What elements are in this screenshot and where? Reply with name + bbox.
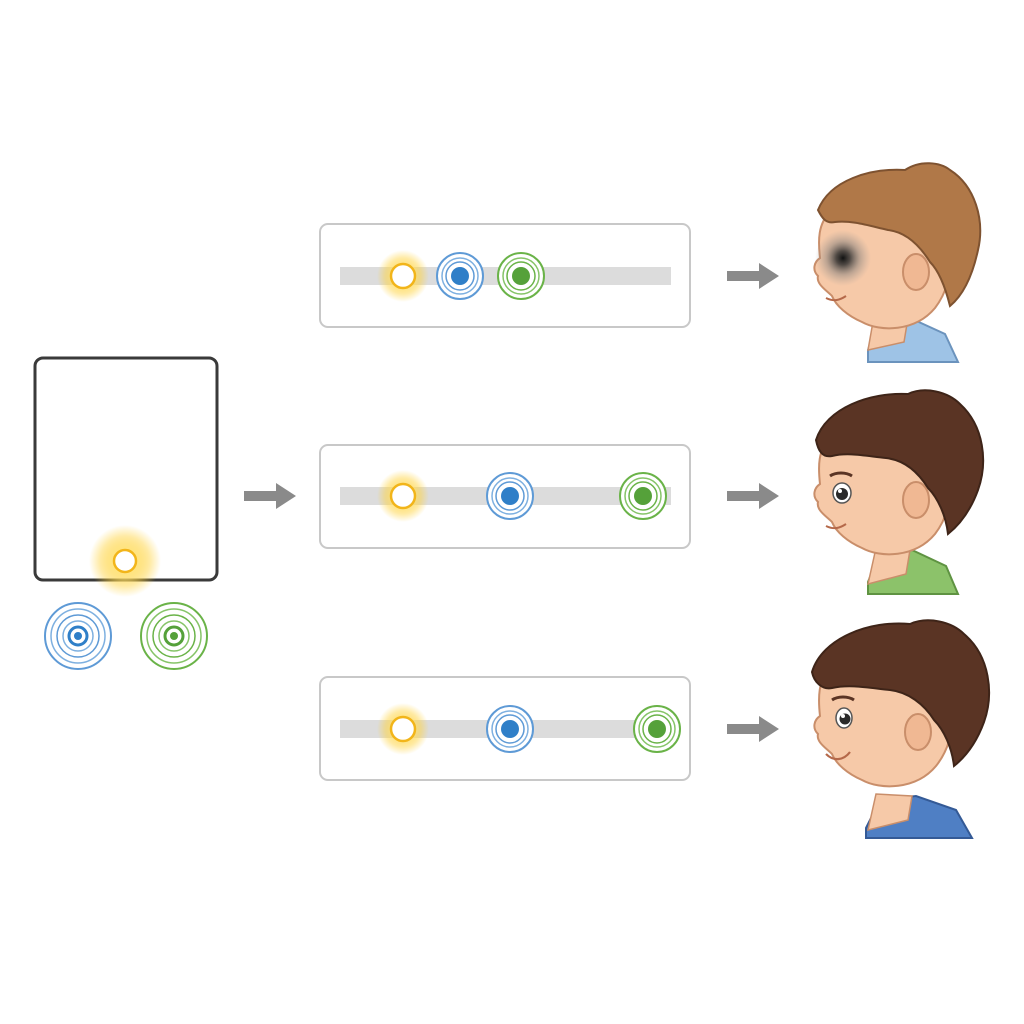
green-target-icon — [619, 472, 667, 520]
row-far — [319, 619, 990, 839]
blue-target-icon — [486, 705, 534, 753]
yellow-light-icon — [375, 248, 431, 304]
result-arrow — [727, 716, 779, 742]
blue-target-icon — [44, 602, 112, 670]
child-profile-clear-eye — [813, 389, 985, 595]
main-arrow — [244, 483, 296, 509]
light-source-icon — [89, 525, 161, 597]
blue-target-icon — [486, 472, 534, 520]
result-arrow — [727, 483, 779, 509]
source-frame — [33, 356, 219, 597]
blue-target-icon — [436, 252, 484, 300]
row-middle — [319, 389, 985, 595]
green-target-icon — [497, 252, 545, 300]
green-target-icon — [140, 602, 208, 670]
yellow-light-icon — [375, 468, 431, 524]
green-target-icon — [633, 705, 681, 753]
result-arrow — [727, 263, 779, 289]
child-profile-blurred-eye — [813, 162, 982, 363]
row-near — [319, 162, 982, 363]
yellow-light-icon — [375, 701, 431, 757]
child-profile-smiling — [810, 619, 990, 839]
